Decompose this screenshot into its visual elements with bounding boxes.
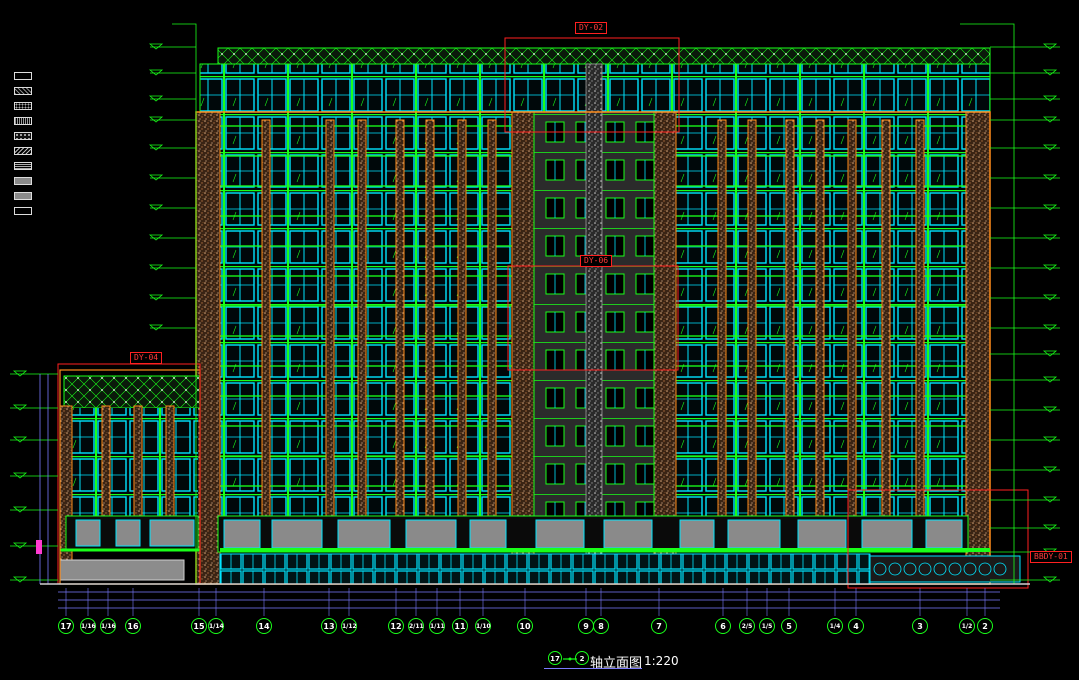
axis-bubble: 4 [848, 618, 864, 634]
axis-bubble: 14 [256, 618, 272, 634]
drawing-scale: 1:220 [644, 654, 679, 668]
legend-swatch [14, 207, 32, 215]
axis-bubble: 1/16 [100, 618, 116, 634]
title-from-axis: 17 [548, 651, 562, 665]
axis-bubble: 12 [388, 618, 404, 634]
axis-bubble: 1/16 [80, 618, 96, 634]
legend-swatch [14, 147, 32, 155]
detail-tag-dy02[interactable]: DY-02 [575, 22, 608, 34]
axis-bubble: 6 [715, 618, 731, 634]
detail-tag-dy04[interactable]: DY-04 [130, 352, 163, 364]
legend-swatch [14, 87, 32, 95]
axis-bubble: 1/10 [475, 618, 491, 634]
axis-bubble: 9 [578, 618, 594, 634]
podium [217, 515, 1021, 585]
drawing-title: 轴立面图 [590, 656, 643, 671]
axis-bubble: 1/4 [827, 618, 843, 634]
legend-swatch [14, 132, 32, 140]
title-to-axis: 2 [575, 651, 589, 665]
axis-bubble: 1/14 [208, 618, 224, 634]
detail-tag-dy06[interactable]: DY-06 [580, 255, 613, 267]
axis-bubble: 1/11 [429, 618, 445, 634]
legend-swatch [14, 162, 32, 170]
axis-bubble: 1/2 [959, 618, 975, 634]
title-underline [544, 668, 642, 669]
level-triangles [12, 43, 1058, 583]
legend-swatch [14, 102, 32, 110]
axis-bubble: 11 [452, 618, 468, 634]
legend-swatch [14, 117, 32, 125]
arrow-icon [563, 657, 577, 661]
dimension-lines [40, 583, 1030, 616]
axis-bubble: 15 [191, 618, 207, 634]
axis-bubble: 13 [321, 618, 337, 634]
axis-bubble: 10 [517, 618, 533, 634]
axis-bubble: 7 [651, 618, 667, 634]
level-markers [10, 23, 1060, 584]
axis-bubble: 1/12 [341, 618, 357, 634]
axis-bubble: 2/11 [408, 618, 424, 634]
detail-tag-bbdy01[interactable]: BBDY-01 [1030, 551, 1072, 563]
axis-bubble: 3 [912, 618, 928, 634]
axis-bubble: 16 [125, 618, 141, 634]
axis-bubble: 5 [781, 618, 797, 634]
axis-bubble: 2/5 [739, 618, 755, 634]
left-wing [59, 369, 201, 585]
main-tower [195, 47, 991, 585]
legend-swatch [14, 177, 32, 185]
legend-swatch [14, 72, 32, 80]
axis-bubble: 1/5 [759, 618, 775, 634]
axis-bubble: 8 [593, 618, 609, 634]
axis-bubble: 2 [977, 618, 993, 634]
axis-bubble: 17 [58, 618, 74, 634]
legend-swatch [14, 192, 32, 200]
